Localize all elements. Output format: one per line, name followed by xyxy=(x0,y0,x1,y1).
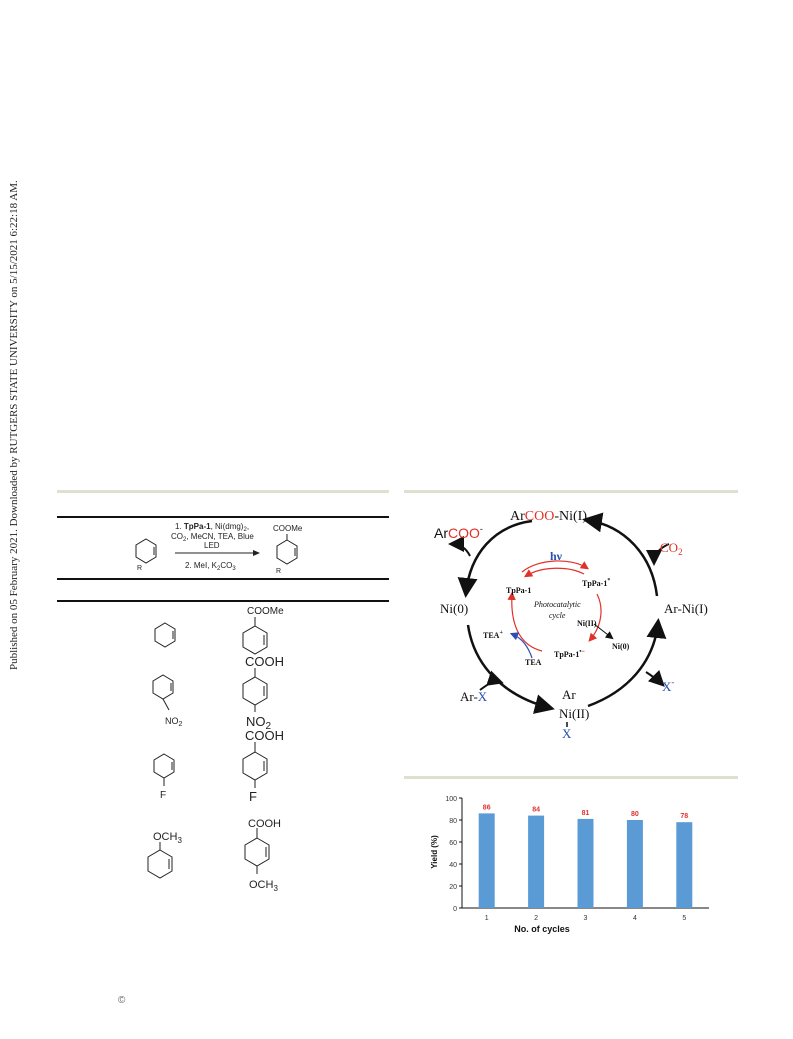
x-on-ni2-label: X xyxy=(562,726,572,741)
ni0-label: Ni(0) xyxy=(440,601,468,616)
product-1-label: COOMe xyxy=(247,606,284,617)
y-tick-label: 0 xyxy=(453,906,457,913)
hv-arrow-upper xyxy=(521,560,589,573)
download-watermark: Published on 05 February 2021. Downloade… xyxy=(8,180,20,670)
y-tick-label: 40 xyxy=(449,862,457,869)
co2-label: CO2 xyxy=(660,540,683,557)
left-panel-top-rule xyxy=(57,490,389,493)
chart-y-axis-title: Yield (%) xyxy=(430,835,439,869)
product-2-label: COOH xyxy=(245,654,284,669)
table-header-rule xyxy=(57,600,389,602)
tea-plus-label: TEA+ xyxy=(483,630,503,640)
reaction-arrow-head xyxy=(253,550,260,556)
substrate-4-label: OCH3 xyxy=(153,831,182,845)
co2-entry-arrow xyxy=(646,543,670,566)
tea-oxidation-arrow xyxy=(509,632,533,659)
cycle-label: cycle xyxy=(549,611,566,620)
ni2-label: Ni(II) xyxy=(559,706,589,721)
ar-on-ni2-label: Ar xyxy=(562,687,576,702)
tppa1-excited-label: TpPa-1* xyxy=(582,578,610,588)
condition-line-2: CO2, MeCN, TEA, Blue xyxy=(171,532,254,543)
product-3-label: COOH xyxy=(245,728,284,743)
x-tick-label: 3 xyxy=(584,915,588,922)
hv-label: hν xyxy=(550,549,563,563)
arcoo-minus-label: ArCOO- xyxy=(434,524,483,541)
table-mid-rule xyxy=(57,578,389,580)
bar-value-label: 84 xyxy=(532,807,540,814)
chart-panel-top-rule xyxy=(404,776,738,779)
product-r-label: R xyxy=(276,568,281,575)
ar-ni1-label: Ar-Ni(I) xyxy=(664,601,708,616)
chart-bars xyxy=(478,813,693,908)
substrate-row-4 xyxy=(147,828,270,879)
ni0-inner-label: Ni(0) xyxy=(612,642,630,651)
product-3-substituent: F xyxy=(249,789,257,804)
arx-entry-arrow xyxy=(479,670,504,691)
reactant-benzene xyxy=(135,538,157,564)
bar-value-label: 80 xyxy=(631,811,639,818)
reaction-scheme: R 1. TpPa-1, Ni(dmg)2, CO2, MeCN, TEA, B… xyxy=(135,522,303,575)
bar-value-label: 78 xyxy=(680,813,688,820)
product-2-substituent: NO2 xyxy=(246,714,272,732)
x-minus-label: X- xyxy=(662,677,674,694)
product-4-label: COOH xyxy=(248,818,281,830)
outer-arc-bottom-right xyxy=(587,618,667,708)
condition-line-1: 1. TpPa-1, Ni(dmg)2, xyxy=(175,522,249,533)
condition-line-3: LED xyxy=(204,541,220,550)
ar-x-label: Ar-X xyxy=(460,689,488,704)
photo-arc-right xyxy=(588,593,602,642)
bar xyxy=(478,813,495,908)
y-tick-label: 80 xyxy=(449,818,457,825)
right-panel-top-rule xyxy=(404,490,738,493)
condition-line-4: 2. MeI, K2CO3 xyxy=(185,561,236,572)
product-ester-label: COOMe xyxy=(273,524,303,533)
tppa1-label: TpPa-1 xyxy=(506,586,531,595)
x-tick-label: 2 xyxy=(534,915,538,922)
substrate-2-label: NO2 xyxy=(165,716,183,728)
arcoo-ni1-label: ArCOO-Ni(I) xyxy=(510,509,587,524)
bar xyxy=(577,818,594,908)
photocatalytic-label: Photocatalytic xyxy=(533,600,581,609)
yield-bar-chart: 0 20 40 60 80 100 86 1 84 2 81 3 80 4 78 5 No. of cycl… xyxy=(430,796,709,934)
y-tick-label: 60 xyxy=(449,840,457,847)
table-top-rule xyxy=(57,516,389,518)
tppa1-radical-anion-label: TpPa-1•− xyxy=(554,649,585,659)
substrate-3-label: F xyxy=(160,790,166,801)
bar-value-label: 86 xyxy=(483,804,491,811)
arcoo-release-arrow xyxy=(448,536,471,557)
y-tick-label: 100 xyxy=(445,796,457,803)
bar xyxy=(676,822,693,908)
outer-arc-top-left xyxy=(457,519,533,598)
ni2-to-ni0-arrow xyxy=(593,623,614,640)
product-benzene xyxy=(276,534,298,565)
reactant-r-label: R xyxy=(137,565,142,572)
substrate-table: COOMe NO2 COOH NO2 F COOH F OCH3 COOH OC… xyxy=(147,606,284,893)
tea-label: TEA xyxy=(525,658,542,667)
hv-arrow-lower xyxy=(523,567,585,578)
bar xyxy=(626,820,643,908)
x-tick-label: 1 xyxy=(485,915,489,922)
copyright-symbol: © xyxy=(118,995,126,1006)
x-release-arrow xyxy=(645,669,665,687)
ni2-inner-label: Ni(II) xyxy=(577,619,597,628)
chart-labels: 86 1 84 2 81 3 80 4 78 5 xyxy=(483,804,688,922)
product-4-substituent: OCH3 xyxy=(249,879,278,893)
substrate-row-3 xyxy=(153,742,268,788)
x-tick-label: 5 xyxy=(682,915,686,922)
chart-x-axis-title: No. of cycles xyxy=(514,924,570,934)
mechanism-diagram: ArCOO-Ni(I) ArCOO- CO2 Ni(0) Ar-Ni(I) Ar… xyxy=(434,509,708,741)
substrate-row-2 xyxy=(152,668,268,712)
outer-arc-top-right xyxy=(582,512,659,597)
y-tick-label: 20 xyxy=(449,884,457,891)
bar-value-label: 81 xyxy=(582,810,590,817)
bar xyxy=(528,815,545,908)
x-tick-label: 4 xyxy=(633,915,637,922)
substrate-row-1 xyxy=(154,617,268,655)
